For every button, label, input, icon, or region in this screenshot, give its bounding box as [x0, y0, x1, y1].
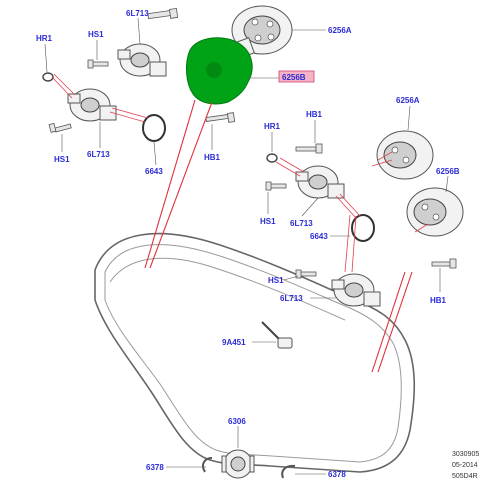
washer-left — [202, 457, 213, 473]
clip-hr1-right — [266, 153, 278, 163]
bolt-top — [147, 8, 179, 20]
vct-unit-right — [295, 165, 345, 199]
vct-unit-top — [117, 43, 167, 77]
o-ring-right — [351, 214, 375, 242]
footer-date: 05-2014 — [452, 462, 478, 469]
o-ring-left — [142, 114, 166, 142]
bolt-hs1-top — [87, 59, 109, 69]
leader-lines — [44, 17, 449, 475]
callout-6643-right[interactable]: 6643 — [310, 232, 328, 241]
clip-hr1-top — [42, 72, 54, 82]
callout-hs1-top[interactable]: HS1 — [88, 30, 104, 39]
callout-hs1-right[interactable]: HS1 — [260, 217, 276, 226]
camshaft-gear-right-b — [406, 187, 464, 237]
callout-6643-left[interactable]: 6643 — [145, 167, 163, 176]
crank-sprocket — [221, 449, 255, 479]
callout-6256b-right[interactable]: 6256B — [436, 167, 460, 176]
callout-6378-left[interactable]: 6378 — [146, 463, 164, 472]
callout-hr1-top[interactable]: HR1 — [36, 34, 53, 43]
callout-6l713-top[interactable]: 6L713 — [126, 9, 149, 18]
highlighted-part-6256b[interactable] — [185, 37, 253, 105]
callout-hb1-mid[interactable]: HB1 — [204, 153, 221, 162]
vct-unit-left — [67, 88, 117, 122]
bolt-hs1-lower — [295, 269, 317, 279]
callout-6306[interactable]: 6306 — [228, 417, 246, 426]
bolt-hb1-right-top — [295, 143, 323, 154]
timing-belt — [94, 232, 416, 473]
highlight-box-6256b — [278, 70, 315, 83]
vct-unit-lower — [331, 273, 381, 307]
bolt-hb1-lower — [431, 258, 457, 269]
sensor-9a451 — [261, 321, 293, 349]
bolt-hs1-right — [265, 181, 287, 191]
camshaft-gear-right-a — [376, 130, 434, 180]
callout-6256b-highlight[interactable]: 6256B — [282, 73, 306, 82]
bolt-hb1-mid — [205, 112, 236, 123]
callout-hb1-lower[interactable]: HB1 — [430, 296, 447, 305]
callout-6l713-left[interactable]: 6L713 — [87, 150, 110, 159]
bolt-hs1-left — [48, 122, 72, 133]
callout-6l713-right[interactable]: 6L713 — [290, 219, 313, 228]
callout-9a451[interactable]: 9A451 — [222, 338, 246, 347]
callout-hs1-left[interactable]: HS1 — [54, 155, 70, 164]
washer-right — [281, 464, 296, 479]
callout-hb1-right-top[interactable]: HB1 — [306, 110, 323, 119]
callout-hs1-lower[interactable]: HS1 — [268, 276, 284, 285]
callout-hr1-right[interactable]: HR1 — [264, 122, 281, 131]
callout-6378-right[interactable]: 6378 — [328, 470, 346, 479]
footer-code: 3030905 — [452, 451, 479, 458]
callout-6256a-top[interactable]: 6256A — [328, 26, 352, 35]
footer-ref: 505D4R — [452, 473, 478, 480]
callout-6256a-right[interactable]: 6256A — [396, 96, 420, 105]
callout-6l713-lower[interactable]: 6L713 — [280, 294, 303, 303]
